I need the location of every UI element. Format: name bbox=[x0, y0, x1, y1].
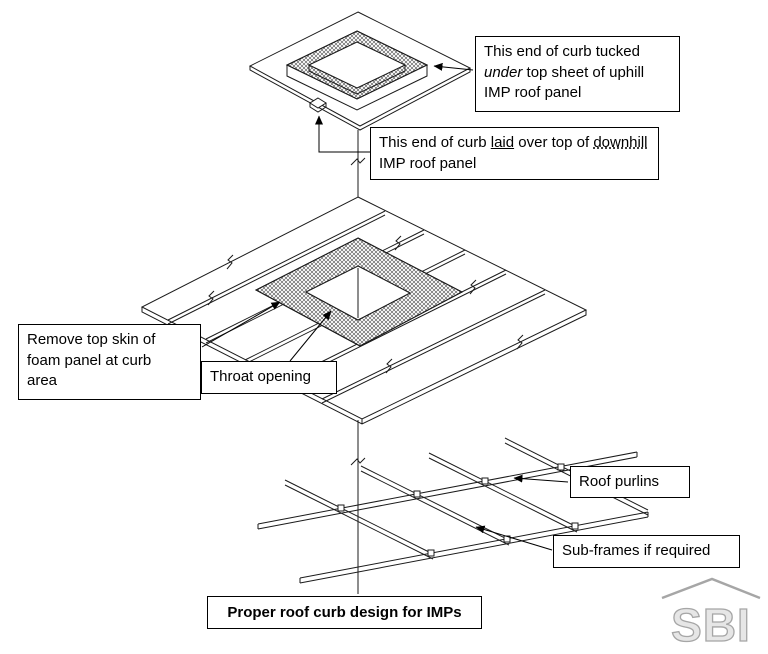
callout-sub-frames: Sub-frames if required bbox=[553, 535, 740, 568]
callout-text: This end of curb bbox=[379, 134, 491, 151]
callout-text: top sheet of uphill IMP roof panel bbox=[484, 63, 645, 102]
sbi-logo: SBI bbox=[658, 574, 764, 650]
callout-text: IMP roof panel bbox=[379, 154, 477, 172]
callout-text: over top of bbox=[514, 134, 594, 151]
callout-text-underlined: laid bbox=[490, 134, 515, 151]
callout-text: This end of curb tucked bbox=[484, 43, 640, 60]
callout-remove-top-skin: Remove top skin of foam panel at curb ar… bbox=[18, 324, 201, 400]
roof-chevron-icon bbox=[661, 577, 761, 600]
callout-text-dotted: downhill bbox=[593, 134, 648, 151]
diagram-title: Proper roof curb design for IMPs bbox=[207, 596, 482, 629]
callout-curb-tucked: This end of curb tucked under top sheet … bbox=[475, 36, 680, 112]
callout-text-emphasis: under bbox=[484, 63, 523, 81]
center-axis-line bbox=[350, 130, 366, 594]
curb-overlap-tab bbox=[309, 97, 327, 109]
callout-roof-purlins: Roof purlins bbox=[570, 466, 690, 498]
curb-assembly bbox=[248, 11, 472, 131]
callout-curb-laid: This end of curb laid over top of downhi… bbox=[370, 127, 659, 180]
sbi-logo-text: SBI bbox=[671, 599, 751, 651]
purlin-clip-plates bbox=[337, 463, 579, 557]
callout-throat-opening: Throat opening bbox=[201, 361, 337, 394]
leader-arrows bbox=[201, 62, 569, 551]
